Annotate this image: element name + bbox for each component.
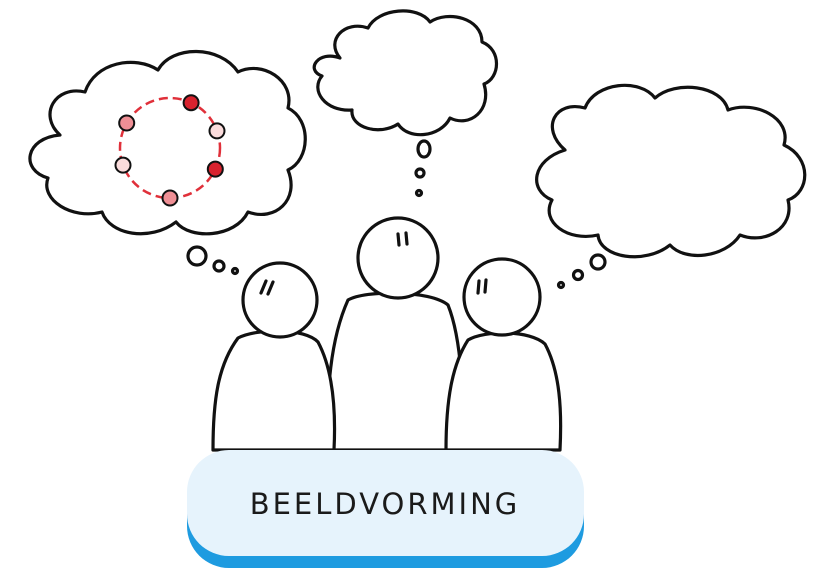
label-text: BEELDVORMING — [250, 487, 521, 521]
ring-dot — [163, 191, 178, 206]
ring-dot — [184, 95, 199, 110]
thought-bubble-right-medium — [574, 271, 583, 280]
ring-dot — [119, 116, 134, 131]
thought-bubble-middle-medium — [416, 169, 424, 177]
person-middle-body — [327, 293, 463, 450]
person-middle-head — [358, 218, 438, 298]
thought-cloud-left — [30, 51, 305, 273]
cloud-right-shape — [537, 85, 805, 256]
thought-bubble-left-large — [188, 247, 206, 265]
thought-bubble-right-small — [559, 283, 564, 288]
person-middle — [327, 218, 463, 450]
label-banner: BEELDVORMING — [187, 450, 584, 568]
ring-dot — [208, 162, 223, 177]
cloud-left-shape — [30, 51, 305, 233]
thought-cloud-right — [537, 85, 805, 287]
person-right-head — [464, 259, 540, 335]
person-right-body — [446, 333, 561, 450]
thought-bubble-left-small — [233, 269, 238, 274]
thought-cloud-middle — [314, 11, 496, 196]
ring-dot — [210, 123, 225, 138]
thought-bubble-right-large — [591, 255, 605, 269]
ring-dot — [116, 158, 131, 173]
person-left-body — [213, 331, 335, 450]
person-right — [446, 259, 561, 450]
thought-bubble-middle-large — [418, 141, 430, 157]
thought-bubble-left-medium — [214, 261, 224, 271]
thought-bubble-middle-small — [417, 191, 422, 196]
person-left — [213, 263, 335, 450]
person-left-head — [243, 263, 317, 337]
cloud-middle-shape — [314, 11, 496, 135]
